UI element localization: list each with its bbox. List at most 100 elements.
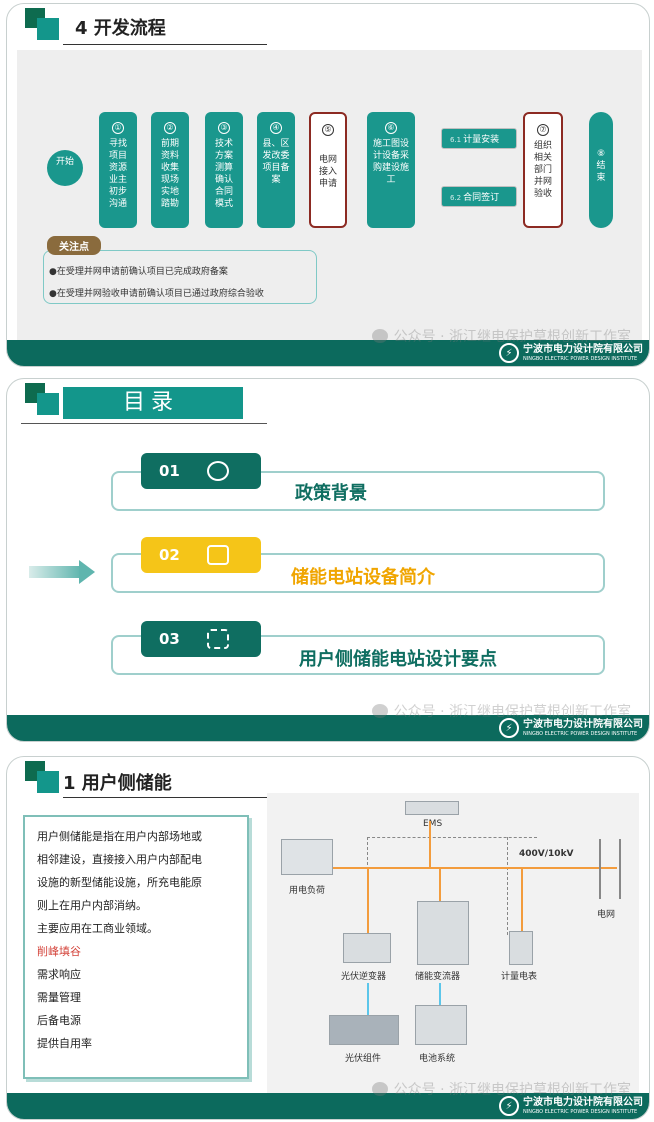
grid-label: 电网: [597, 910, 616, 920]
substep-tag: 6.2: [450, 194, 462, 202]
meter-label: 计量电表: [501, 972, 538, 982]
pv-inverter-icon: [343, 933, 391, 963]
focus-item: ●在受理并网申请前确认项目已完成政府备案: [49, 267, 228, 277]
watermark: 公众号 · 浙江继电保护草根创新工作室: [371, 701, 631, 721]
corner-decoration: [37, 18, 59, 40]
pv-dc-link: [367, 983, 369, 1023]
ems-control-line: [367, 837, 537, 838]
pv-inverter-label: 光伏逆变器: [341, 972, 387, 982]
pv-inverter-link: [367, 867, 369, 941]
toc-number-3: 03: [141, 621, 261, 657]
step-text: 组织相关部门并网验收: [533, 141, 552, 199]
focus-item: ●在受理并网验收申请前确认项目已通过政府综合验收: [49, 289, 264, 299]
toc-number-text: 01: [159, 462, 180, 480]
flow-step-1: ① 寻找项目资源业主初步沟通: [99, 112, 137, 228]
description-box: 用户侧储能是指在用户内部场地或 相邻建设，直接接入用户内部配电 设施的新型储能设…: [23, 815, 249, 1079]
meter-link: [521, 867, 523, 947]
company-logo-icon: ⚡: [499, 343, 519, 363]
presentation-chart-icon: [207, 545, 229, 565]
toc-label-1: 政策背景: [295, 483, 367, 504]
current-arrow: [29, 566, 81, 578]
company-name-cn: 宁波市电力设计院有限公司: [523, 1096, 643, 1108]
toc-number-text: 03: [159, 630, 180, 648]
company-logo: ⚡ 宁波市电力设计院有限公司 NINGBO ELECTRIC POWER DES…: [499, 1096, 643, 1116]
wechat-icon: [371, 1082, 388, 1096]
battery-frame-icon: [207, 629, 229, 649]
company-name-cn: 宁波市电力设计院有限公司: [523, 718, 643, 730]
title-underline: [63, 797, 267, 798]
battery-dc-link: [439, 983, 441, 1023]
application-item: 提供自用率: [37, 1037, 92, 1050]
substep-label: 计量安装: [463, 135, 500, 145]
voltage-label: 400V/10kV: [519, 849, 574, 859]
step-number: ①: [112, 122, 124, 134]
wechat-icon: [371, 704, 388, 718]
watermark-text: 公众号 · 浙江继电保护草根创新工作室: [393, 704, 631, 720]
flow-step-7: ⑦ 组织相关部门并网验收: [523, 112, 563, 228]
company-name-en: NINGBO ELECTRIC POWER DESIGN INSTITUTE: [523, 730, 638, 737]
flow-step-2: ② 前期资料收集现场实地踏勘: [151, 112, 189, 228]
corner-decoration: [37, 393, 59, 415]
watermark: 公众号 · 浙江继电保护草根创新工作室: [371, 1079, 631, 1099]
ems-control-line: [507, 837, 508, 935]
title-underline: [21, 423, 267, 424]
application-item: 需求响应: [37, 968, 81, 981]
toc-title: 目录: [63, 387, 243, 419]
toc-number-text: 02: [159, 546, 180, 564]
company-name-en: NINGBO ELECTRIC POWER DESIGN INSTITUTE: [523, 355, 638, 362]
step-number: ⑦: [537, 124, 549, 136]
system-diagram: EMS 400V/10kV 用电负荷 电网 光伏逆变器 储能变流器 计量电表 光…: [267, 793, 639, 1093]
step-text: 前期资料收集现场实地踏勘: [160, 139, 179, 209]
footer-band: [7, 715, 649, 741]
company-logo: ⚡ 宁波市电力设计院有限公司 NINGBO ELECTRIC POWER DES…: [499, 343, 643, 363]
solar-panel-icon: [329, 1015, 399, 1045]
flow-start-node: 开始: [47, 150, 83, 186]
battery-cabinet-icon: [415, 1005, 467, 1045]
description-line: 相邻建设，直接接入用户内部配电: [37, 853, 202, 866]
flow-step-6: ⑥ 施工图设计设备采购建设施工: [367, 112, 415, 228]
description-line: 则上在用户内部消纳。: [37, 899, 147, 912]
company-logo: ⚡ 宁波市电力设计院有限公司 NINGBO ELECTRIC POWER DES…: [499, 718, 643, 738]
focus-box: [43, 250, 317, 304]
pv-module-label: 光伏组件: [345, 1054, 382, 1064]
wechat-icon: [371, 329, 388, 343]
step-text: 结束: [596, 161, 606, 183]
slide-title: 1 用户侧储能: [63, 773, 172, 794]
substep-tag: 6.1: [450, 136, 462, 144]
step-number: ②: [164, 122, 176, 134]
flow-step-8: ⑧ 结束: [589, 112, 613, 228]
toc-number-1: 01: [141, 453, 261, 489]
current-arrow-head: [79, 560, 95, 584]
company-name-cn: 宁波市电力设计院有限公司: [523, 343, 643, 355]
step-number: ④: [270, 122, 282, 134]
toc-label-2: 储能电站设备简介: [291, 567, 435, 588]
watermark-text: 公众号 · 浙江继电保护草根创新工作室: [393, 1082, 631, 1098]
description-line: 设施的新型储能设施，所充电能原: [37, 876, 202, 889]
globe-icon: [207, 461, 229, 481]
toc-label-3: 用户侧储能电站设计要点: [299, 649, 497, 670]
company-name-en: NINGBO ELECTRIC POWER DESIGN INSTITUTE: [523, 1108, 638, 1115]
footer-band: [7, 1093, 649, 1119]
toc-number-2: 02: [141, 537, 261, 573]
step-number: ⑧: [596, 149, 606, 159]
focus-title: 关注点: [47, 236, 101, 255]
step-text: 施工图设计设备采购建设施工: [372, 139, 409, 185]
battery-label: 电池系统: [419, 1054, 456, 1064]
storage-converter-icon: [417, 901, 469, 965]
flow-step-5: ⑤ 电网接入申请: [309, 112, 347, 228]
load-label: 用电负荷: [289, 886, 326, 896]
meter-icon: [509, 931, 533, 965]
description-line: 用户侧储能是指在用户内部场地或: [37, 830, 202, 843]
step-text: 寻找项目资源业主初步沟通: [108, 139, 127, 209]
factory-building-icon: [281, 839, 333, 875]
watermark-text: 公众号 · 浙江继电保护草根创新工作室: [393, 329, 631, 345]
step-number: ⑤: [322, 124, 334, 136]
step-number: ③: [218, 122, 230, 134]
ems-bus-link: [429, 821, 431, 867]
step-number: ⑥: [385, 122, 397, 134]
corner-decoration: [37, 771, 59, 793]
application-item: 后备电源: [37, 1014, 81, 1027]
description-line: 主要应用在工商业领域。: [37, 922, 158, 935]
